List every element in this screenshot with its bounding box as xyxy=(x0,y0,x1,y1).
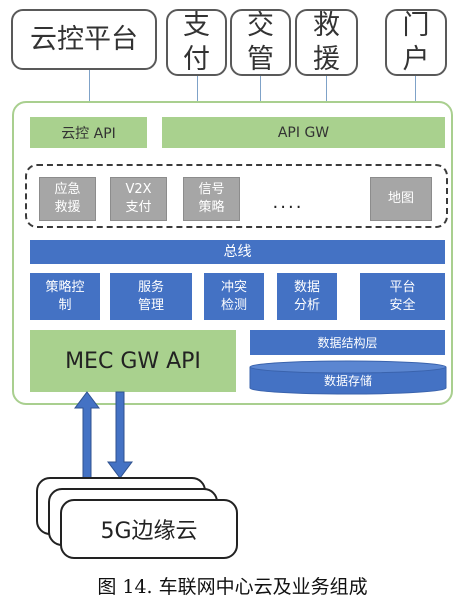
traffic-mgmt-label: 交 管 xyxy=(247,9,274,75)
edge-cloud-label: 5G边缘云 xyxy=(100,519,198,544)
cloud-api-bar: 云控 API xyxy=(30,117,147,148)
app-signal-strategy-label: 信号 策略 xyxy=(198,182,225,215)
connector-payment xyxy=(197,76,198,117)
service-platform-security: 平台 安全 xyxy=(360,273,445,320)
edge-cloud-box: 5G边缘云 xyxy=(60,499,238,559)
app-map: 地图 xyxy=(370,177,432,221)
app-v2x-payment-label: V2X 支付 xyxy=(125,182,152,215)
service-data-analysis-label: 数据 分析 xyxy=(293,279,320,313)
payment-label: 支 付 xyxy=(183,9,210,75)
connector-portal xyxy=(415,76,416,117)
cloud-platform-label: 云控平台 xyxy=(30,23,138,55)
uplink-arrow-icon xyxy=(74,391,100,479)
service-policy-control: 策略控 制 xyxy=(30,273,100,320)
service-management: 服务 管理 xyxy=(110,273,192,320)
traffic-mgmt-box: 交 管 xyxy=(230,9,291,76)
payment-box: 支 付 xyxy=(166,9,227,76)
service-management-label: 服务 管理 xyxy=(137,279,164,313)
app-ellipsis-label: .... xyxy=(272,191,304,213)
mec-gw-api-box: MEC GW API xyxy=(30,330,236,392)
data-structure-layer-label: 数据结构层 xyxy=(317,335,378,350)
app-signal-strategy: 信号 策略 xyxy=(183,177,240,221)
cloud-platform-box: 云控平台 xyxy=(11,9,157,70)
application-group xyxy=(25,164,448,228)
service-policy-control-label: 策略控 制 xyxy=(45,279,85,313)
service-conflict-detection-label: 冲突 检测 xyxy=(220,279,247,313)
connector-cloud xyxy=(89,70,90,117)
data-storage-text-wrap: 数据存储 xyxy=(250,369,446,391)
service-data-analysis: 数据 分析 xyxy=(277,273,337,320)
portal-label: 门 户 xyxy=(402,9,430,75)
rescue-box: 救 援 xyxy=(295,9,358,76)
connector-traffic xyxy=(260,76,261,117)
api-gw-label: API GW xyxy=(277,124,330,141)
connector-rescue xyxy=(326,76,327,117)
cloud-api-label: 云控 API xyxy=(61,125,116,142)
downlink-arrow-icon xyxy=(107,391,133,479)
bus-bar: 总线 xyxy=(30,240,445,264)
figure-caption: 图 14. 车联网中心云及业务组成 xyxy=(0,572,465,599)
app-emergency-rescue-label: 应急 救援 xyxy=(54,182,81,215)
app-map-label: 地图 xyxy=(387,191,414,206)
api-gw-bar: API GW xyxy=(162,117,445,148)
data-storage-cylinder xyxy=(249,360,447,395)
rescue-label: 救 援 xyxy=(313,9,340,75)
figure-caption-text: 图 14. 车联网中心云及业务组成 xyxy=(97,576,368,598)
data-storage-label: 数据存储 xyxy=(323,373,372,388)
bus-label: 总线 xyxy=(223,244,252,260)
portal-box: 门 户 xyxy=(385,9,447,76)
service-conflict-detection: 冲突 检测 xyxy=(204,273,264,320)
service-platform-security-label: 平台 安全 xyxy=(389,279,416,313)
app-v2x-payment: V2X 支付 xyxy=(110,177,167,221)
data-structure-layer-bar: 数据结构层 xyxy=(250,330,445,355)
app-emergency-rescue: 应急 救援 xyxy=(39,177,96,221)
mec-gw-api-label: MEC GW API xyxy=(65,348,201,374)
app-ellipsis: .... xyxy=(258,190,318,214)
